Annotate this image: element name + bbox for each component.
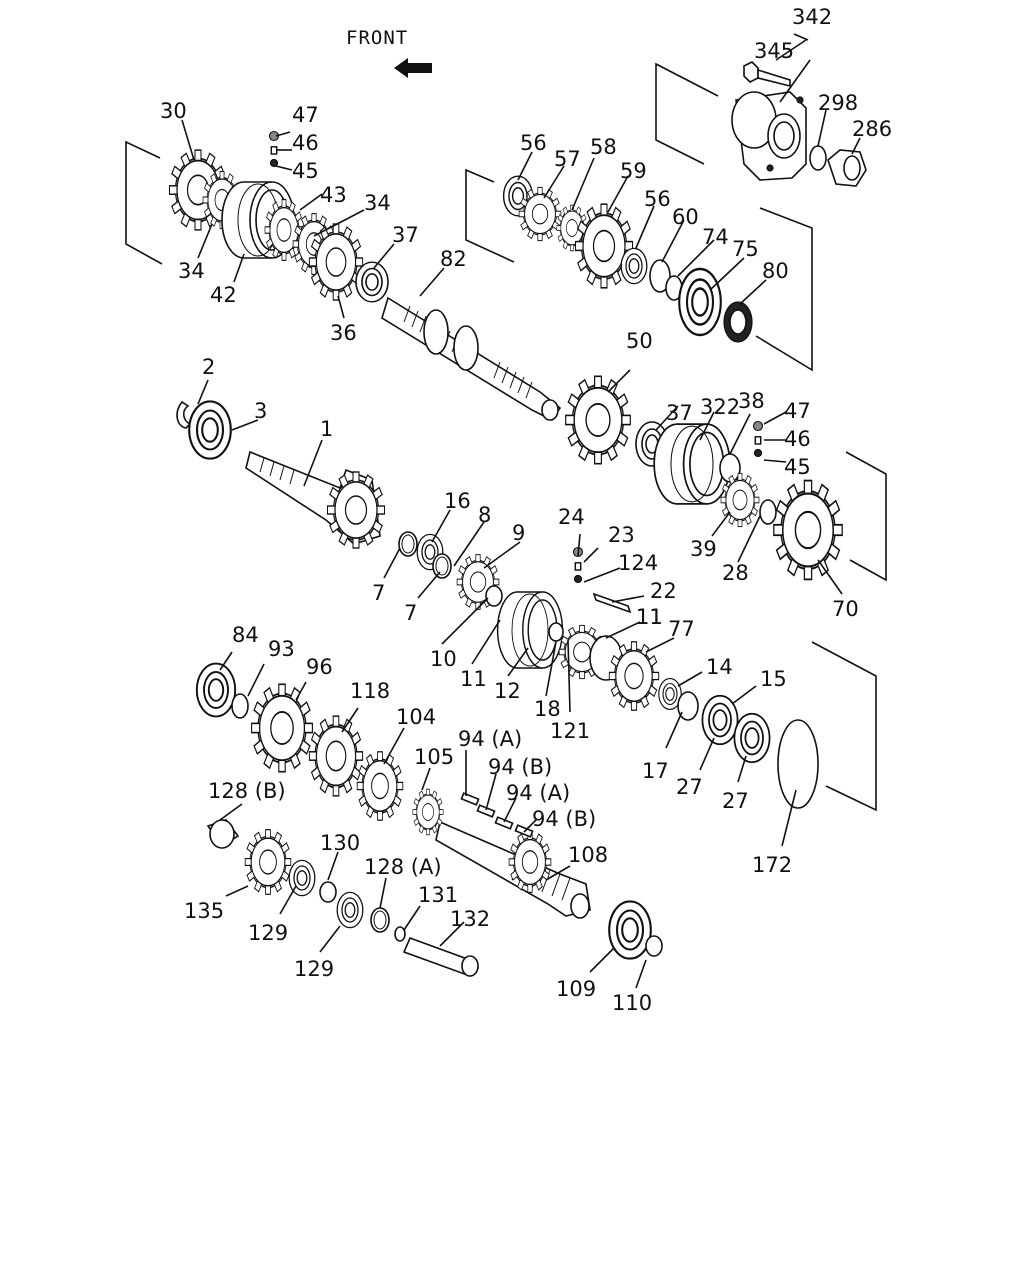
part-label: 80: [762, 259, 789, 283]
part-label: 345: [754, 39, 794, 63]
input-shaft: [245, 450, 386, 549]
part-label: 8: [478, 503, 491, 527]
upper-left-cluster: [125, 130, 389, 303]
part-label: 45: [292, 159, 319, 183]
part-label: 104: [396, 705, 436, 729]
part-label: 45: [784, 455, 811, 479]
part-label: 18: [534, 697, 561, 721]
part-label: 118: [350, 679, 390, 703]
leader-lines: [181, 39, 861, 989]
part-label: 11: [636, 605, 663, 629]
part-label: 23: [608, 523, 635, 547]
part-label: 34: [364, 191, 391, 215]
front-label: FRONT: [346, 27, 408, 49]
part-label: 34: [178, 259, 205, 283]
part-label: 82: [440, 247, 467, 271]
part-label: 132: [450, 907, 490, 931]
part-label: 298: [818, 91, 858, 115]
part-label: 128 (A): [364, 855, 442, 879]
part-label: 27: [676, 775, 703, 799]
part-label: 38: [738, 389, 765, 413]
part-label: 84: [232, 623, 259, 647]
third-gear-group: [564, 375, 887, 582]
part-label: 105: [414, 745, 454, 769]
upper-right-cluster: [465, 168, 813, 372]
part-label: 22: [650, 579, 677, 603]
part-label: 74: [702, 225, 729, 249]
rear-flange-342: [655, 33, 867, 187]
part-label: 75: [732, 237, 759, 261]
part-label: 94 (A): [506, 781, 570, 805]
part-label: 37: [666, 401, 693, 425]
part-label: 110: [612, 991, 652, 1015]
part-label: 121: [550, 719, 590, 743]
part-label: 10: [430, 647, 457, 671]
part-label: 3: [254, 399, 267, 423]
input-bearing-group: [176, 400, 232, 460]
part-label: 108: [568, 843, 608, 867]
part-label: 129: [248, 921, 288, 945]
part-label: 57: [554, 147, 581, 171]
part-label: 94 (B): [532, 807, 596, 831]
part-label: 94 (B): [488, 755, 552, 779]
part-label: 12: [494, 679, 521, 703]
reverse-idler-group: [206, 819, 663, 977]
part-label: 59: [620, 159, 647, 183]
mainshaft: [381, 296, 562, 422]
part-label: 37: [392, 223, 419, 247]
part-label: 16: [444, 489, 471, 513]
synchro-group-center: [398, 531, 660, 711]
part-label: 42: [210, 283, 237, 307]
part-label: 11: [460, 667, 487, 691]
part-label: 109: [556, 977, 596, 1001]
part-label: 286: [852, 117, 892, 141]
front-indicator: FRONT: [346, 27, 432, 78]
part-label: 43: [320, 183, 347, 207]
part-label: 60: [672, 205, 699, 229]
part-label: 36: [330, 321, 357, 345]
part-label: 28: [722, 561, 749, 585]
part-label: 47: [292, 103, 319, 127]
part-label: 130: [320, 831, 360, 855]
reverse-hub-group: [658, 641, 877, 812]
part-label: 46: [292, 131, 319, 155]
part-label: 342: [792, 5, 832, 29]
part-label: 46: [784, 427, 811, 451]
part-label: 15: [760, 667, 787, 691]
part-label: 47: [784, 399, 811, 423]
part-label: 135: [184, 899, 224, 923]
part-label: 128 (B): [208, 779, 286, 803]
part-label: 56: [644, 187, 671, 211]
part-label: 7: [372, 581, 385, 605]
part-label: 24: [558, 505, 585, 529]
part-label: 1: [320, 417, 333, 441]
part-label: 93: [268, 637, 295, 661]
part-label: 56: [520, 131, 547, 155]
part-labels: 342 345 298 286 30 47 46 45 43 34 34 42 …: [160, 5, 892, 1015]
part-label: 27: [722, 789, 749, 813]
part-label: 322: [700, 395, 740, 419]
countershaft-gears: [195, 662, 534, 838]
part-label: 129: [294, 957, 334, 981]
part-label: 94 (A): [458, 727, 522, 751]
part-label: 77: [668, 617, 695, 641]
part-label: 7: [404, 601, 417, 625]
part-label: 131: [418, 883, 458, 907]
part-label: 9: [512, 521, 525, 545]
part-label: 70: [832, 597, 859, 621]
part-label: 11: [636, 605, 663, 629]
part-label: 30: [160, 99, 187, 123]
part-label: 172: [752, 853, 792, 877]
part-label: 39: [690, 537, 717, 561]
part-label: 124: [618, 551, 658, 575]
part-label: 2: [202, 355, 215, 379]
part-label: 58: [590, 135, 617, 159]
part-label: 17: [642, 759, 669, 783]
part-label: 50: [626, 329, 653, 353]
part-label: 96: [306, 655, 333, 679]
part-label: 14: [706, 655, 733, 679]
countershaft: [435, 820, 591, 919]
